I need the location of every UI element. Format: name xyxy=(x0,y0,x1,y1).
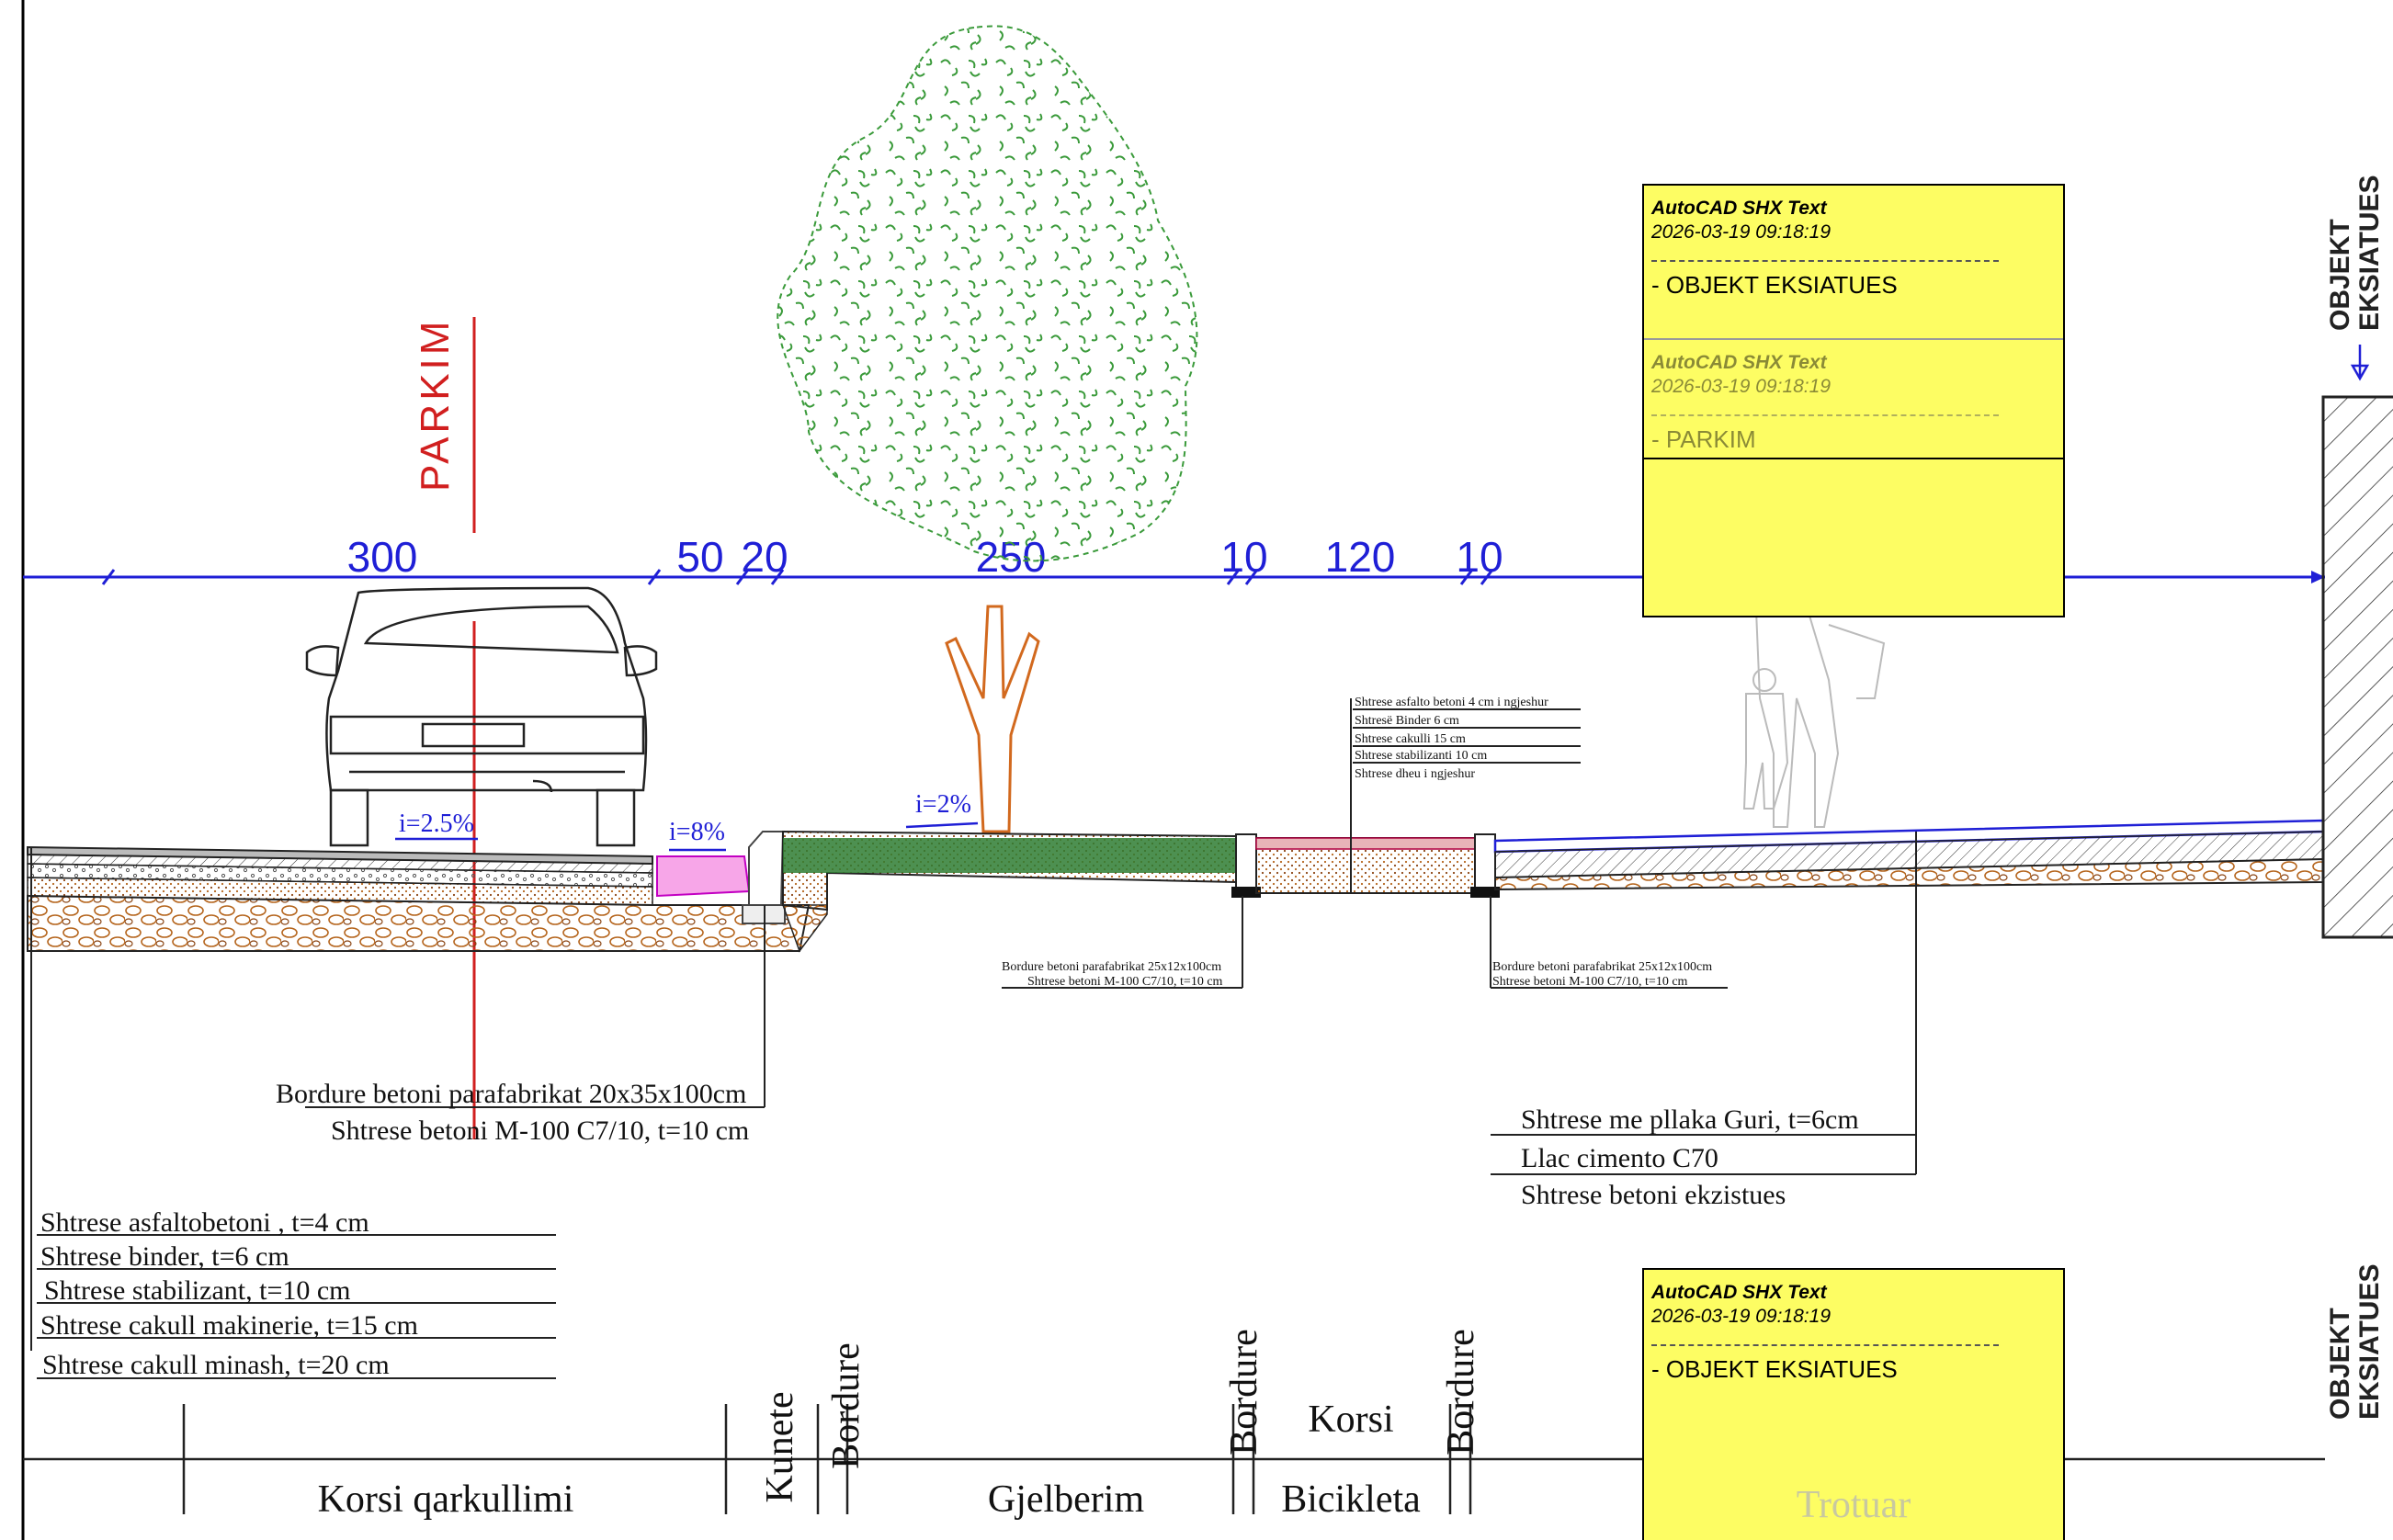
existing-building xyxy=(2321,345,2393,939)
bike-layer-1: Shtrese asfalto betoni 4 cm i ngjeshur xyxy=(1355,696,1548,709)
car-icon xyxy=(305,586,658,847)
note-bottom-timestamp: 2026-03-19 09:18:19 xyxy=(1651,1306,1831,1327)
building-label-top-1: OBJEKT xyxy=(2325,219,2355,331)
dim-curb1: 20 xyxy=(741,533,788,581)
bike-layer-2: Shtresë Binder 6 cm xyxy=(1355,714,1459,728)
curb-small-right-line2: Shtrese betoni M-100 C7/10, t=10 cm xyxy=(1492,975,1688,989)
curb-small-left-line1: Bordure betoni parafabrikat 25x12x100cm xyxy=(1002,960,1221,974)
bike-layer-3: Shtrese cakulli 15 cm xyxy=(1355,732,1466,746)
building-label-top-2: EKSIATUES xyxy=(2354,176,2385,331)
zone-bike-top: Korsi xyxy=(1308,1398,1393,1441)
note-ghost-title: AutoCAD SHX Text xyxy=(1651,352,1827,373)
slope-labels: i=2.5% i=8% i=2% xyxy=(395,790,979,852)
bike-layer-5: Shtrese dheu i ngjeshur xyxy=(1355,767,1475,781)
note-ghost-timestamp: 2026-03-19 09:18:19 xyxy=(1651,376,1831,397)
green-section xyxy=(781,830,1261,953)
note-bottom-title: AutoCAD SHX Text xyxy=(1651,1282,1827,1303)
leader-lines xyxy=(30,708,1916,1379)
building-label-bottom-1: OBJEKT xyxy=(2325,1308,2355,1420)
curb-main-line2: Shtrese betoni M-100 C7/10, t=10 cm xyxy=(331,1115,749,1146)
note-top-ghost: AutoCAD SHX Text 2026-03-19 09:18:19 - P… xyxy=(1644,352,2063,454)
annotation-note-bottom[interactable]: AutoCAD SHX Text 2026-03-19 09:18:19 - O… xyxy=(1642,1268,2065,1540)
note-bottom-separator xyxy=(1651,1344,1999,1346)
note-ghost-message: - PARKIM xyxy=(1651,425,1756,453)
zone-strip: Korsi qarkullimi Kunete Bordure Gjelberi… xyxy=(23,1329,2325,1521)
slope-green: i=2% xyxy=(915,790,971,819)
note-ghost-separator xyxy=(1651,414,1999,416)
zone-green: Gjelberim xyxy=(988,1478,1145,1521)
zone-bike: Bicikleta xyxy=(1281,1478,1421,1521)
curb-small-left-line2: Shtrese betoni M-100 C7/10, t=10 cm xyxy=(1027,975,1223,989)
zone-sidewalk: Trotuar xyxy=(1796,1484,1911,1526)
sidewalk-layer-3: Shtrese betoni ekzistues xyxy=(1521,1180,1786,1210)
dim-bike: 120 xyxy=(1325,533,1396,581)
note-top-separator xyxy=(1651,260,1999,262)
slope-gutter: i=8% xyxy=(669,818,725,846)
bike-section xyxy=(1255,698,1500,898)
zone-road: Korsi qarkullimi xyxy=(318,1478,574,1521)
dim-curb2: 10 xyxy=(1220,533,1267,581)
note-top-message: - OBJEKT EKSIATUES xyxy=(1651,271,1898,299)
layer-left-2: Shtrese binder, t=6 cm xyxy=(40,1241,289,1272)
curb-main-line1: Bordure betoni parafabrikat 20x35x100cm xyxy=(276,1079,746,1109)
zone-gutter: Kunete xyxy=(759,1391,801,1502)
note-top-title: AutoCAD SHX Text xyxy=(1651,198,1827,219)
road-section xyxy=(27,831,811,952)
bike-layer-4: Shtrese stabilizanti 10 cm xyxy=(1355,749,1487,763)
dimension-line: 300 50 20 250 10 120 10 520 xyxy=(23,533,2325,585)
slope-road: i=2.5% xyxy=(399,810,474,838)
dim-gutter: 50 xyxy=(676,533,723,581)
layer-left-4: Shtrese cakull makinerie, t=15 cm xyxy=(40,1310,418,1341)
sidewalk-layer-1: Shtrese me pllaka Guri, t=6cm xyxy=(1521,1104,1859,1135)
parking-label: PARKIM xyxy=(413,318,458,492)
curb-small-right-line1: Bordure betoni parafabrikat 25x12x100cm xyxy=(1492,960,1712,974)
building-label-bottom-2: EKSIATUES xyxy=(2354,1264,2385,1420)
tree-icon xyxy=(777,25,1198,833)
layer-left-1: Shtrese asfaltobetoni , t=4 cm xyxy=(40,1207,369,1238)
note-top-timestamp: 2026-03-19 09:18:19 xyxy=(1651,221,1831,243)
dim-curb3: 10 xyxy=(1456,533,1503,581)
dim-road: 300 xyxy=(347,533,418,581)
note-top-divider xyxy=(1644,338,2063,340)
zone-curb3: Bordure xyxy=(1440,1329,1482,1455)
layer-left-3: Shtrese stabilizant, t=10 cm xyxy=(44,1275,351,1306)
zone-curb1: Bordure xyxy=(825,1342,868,1469)
annotation-note-top[interactable]: AutoCAD SHX Text 2026-03-19 09:18:19 - O… xyxy=(1642,184,2065,617)
note-bottom-message: - OBJEKT EKSIATUES xyxy=(1651,1355,1898,1383)
sidewalk-layer-2: Llac cimento C70 xyxy=(1521,1143,1718,1173)
layer-left-5: Shtrese cakull minash, t=20 cm xyxy=(42,1350,390,1380)
zone-curb2: Bordure xyxy=(1223,1329,1265,1455)
note-top-lower-border xyxy=(1644,458,2063,459)
